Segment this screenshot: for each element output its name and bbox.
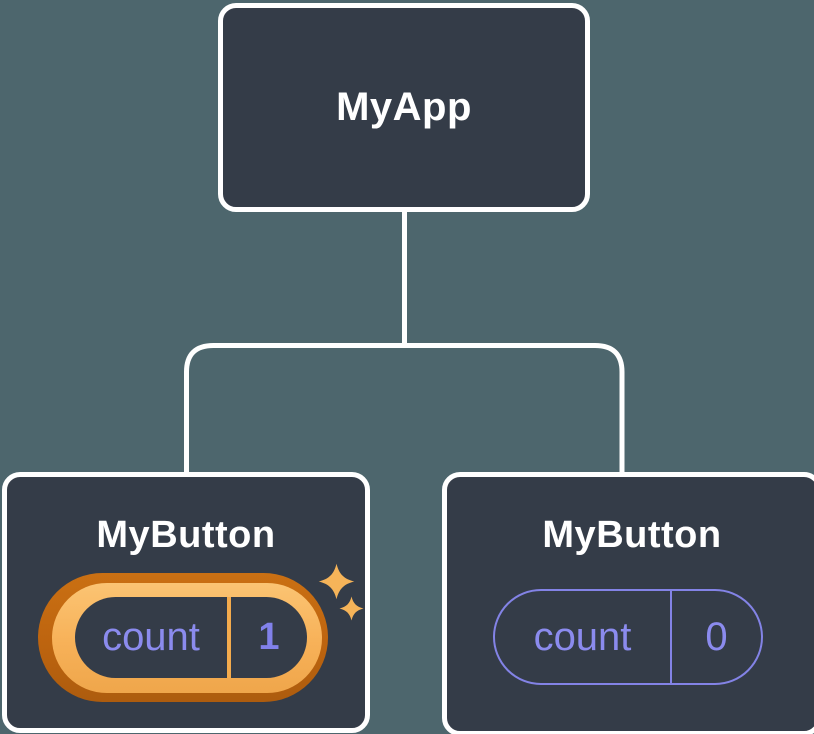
state-pill-body	[75, 597, 307, 678]
state-pill-divider	[670, 590, 672, 684]
connector-branch-line	[184, 343, 625, 473]
state-pill-divider	[227, 597, 231, 678]
node-mybutton-plain: MyButton count 0	[442, 472, 814, 734]
state-value: 1	[258, 616, 280, 658]
state-pill-plain: count 0	[493, 589, 763, 685]
state-pill-highlighted: count 1	[38, 573, 328, 702]
state-key-label: count	[533, 614, 632, 659]
node-mybutton-label: MyButton	[542, 514, 722, 556]
node-myapp: MyApp	[218, 3, 590, 212]
state-key-label: count	[102, 615, 200, 659]
state-value: 0	[705, 614, 728, 659]
sparkles-icon	[318, 563, 364, 621]
node-myapp-label: MyApp	[336, 85, 472, 129]
node-mybutton-highlighted: MyButton count 1	[2, 472, 370, 733]
node-mybutton-label: MyButton	[96, 514, 276, 556]
